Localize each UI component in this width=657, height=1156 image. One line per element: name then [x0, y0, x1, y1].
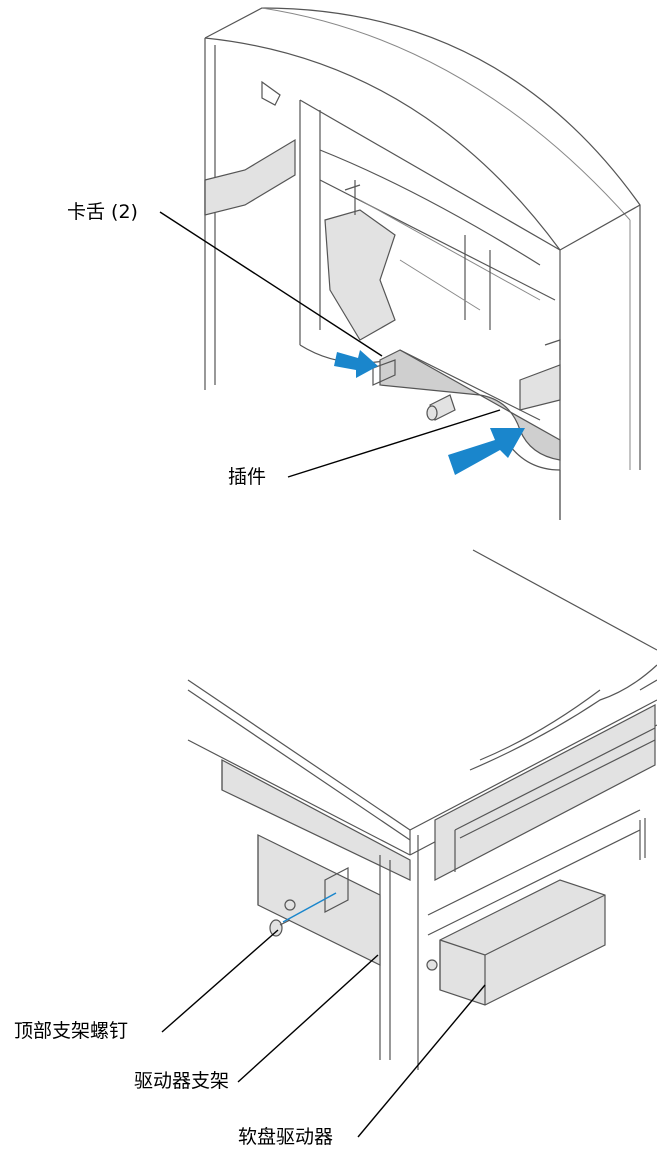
top-bracket-screw-leader-line: [161, 929, 279, 1033]
chassis-figure: [187, 549, 657, 1070]
front-panel-figure: [204, 7, 641, 520]
drive-bracket-leader-line: [237, 954, 379, 1083]
push-arrow-icon: [448, 428, 525, 475]
tabs-label: 卡舌 (2): [67, 201, 138, 223]
drive-bracket-label: 驱动器支架: [134, 1070, 230, 1092]
floppy-drive-label: 软盘驱动器: [238, 1126, 334, 1148]
push-arrow-icon: [334, 350, 378, 378]
tabs-leader-line: [159, 211, 383, 357]
insert-label: 插件: [228, 466, 267, 488]
floppy-drive-leader-line: [357, 984, 486, 1138]
insert-leader-line: [287, 409, 501, 478]
top-bracket-screw-label: 顶部支架螺钉: [14, 1020, 129, 1042]
screw-icon: [269, 919, 291, 937]
